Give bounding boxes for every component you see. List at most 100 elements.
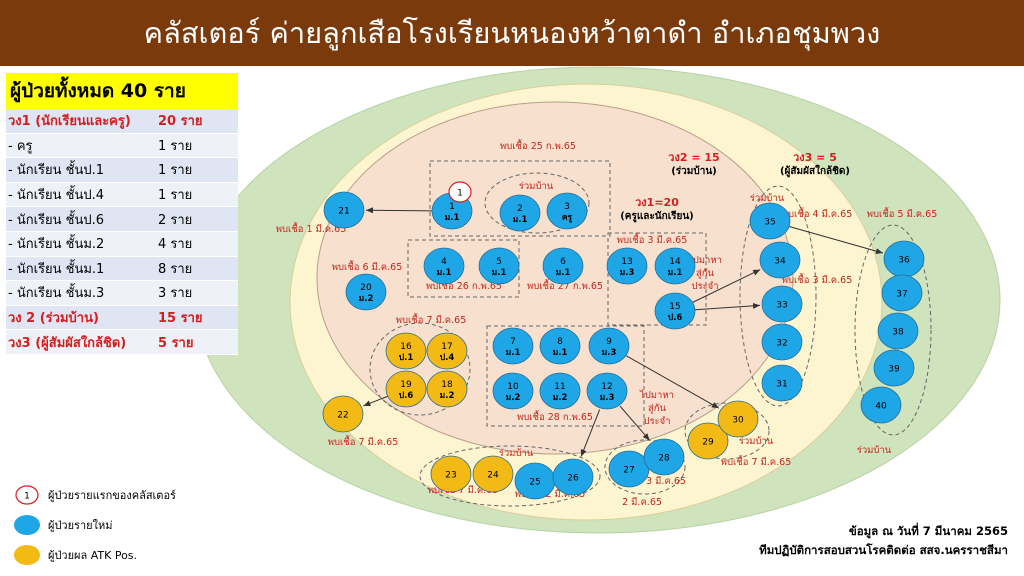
stats-row-label: - นักเรียน ชั้นม.2 xyxy=(8,237,105,253)
legend-atk: ผู้ป่วยผล ATK Pos. xyxy=(14,540,176,570)
legend-index-label: ผู้ป่วยรายแรกของคลัสเตอร์ xyxy=(48,489,176,502)
case-circle xyxy=(385,332,427,370)
case-number: 40 xyxy=(875,402,887,412)
blue-dot-icon xyxy=(14,515,40,535)
stats-header: ผู้ป่วยทั้งหมด 40 ราย xyxy=(6,73,238,109)
case-circle xyxy=(552,458,594,496)
dashed-boxes-layer xyxy=(369,160,932,507)
box-13-15 xyxy=(607,232,707,326)
case-grade: ม.1 xyxy=(513,215,528,225)
ring1-sub: (ครูและนักเรียน) xyxy=(620,210,694,223)
arrow-15-to-34 xyxy=(692,269,761,303)
stats-row: - ครู 1 ราย xyxy=(6,133,238,159)
note-n8: ไปมาหา xyxy=(687,254,722,266)
case-node-22: 22 xyxy=(322,395,364,433)
case-circle xyxy=(643,438,685,476)
stats-row-label: วง1 (นักเรียนและครู) xyxy=(8,114,131,130)
case-grade: ป.4 xyxy=(440,353,455,363)
case-node-25: 25 xyxy=(514,462,556,500)
case-node-20: 20ม.2 xyxy=(345,273,387,311)
case-number: 15 xyxy=(669,302,680,312)
stats-row-value: 1 ราย xyxy=(158,138,193,154)
case-node-9: 9ม.3 xyxy=(588,327,630,365)
case-number: 27 xyxy=(623,466,634,476)
case-circle xyxy=(877,312,919,350)
case-circle xyxy=(430,455,472,493)
case-number: 32 xyxy=(776,339,787,349)
case-grade: ครู xyxy=(562,213,573,223)
note-n7: พบเชื้อ 27 ก.พ.65 xyxy=(527,279,603,292)
case-circle xyxy=(749,202,791,240)
case-node-33: 33 xyxy=(761,285,803,323)
case-circle xyxy=(385,370,427,408)
index-case-marker-icon: 1 xyxy=(15,485,39,505)
case-circle xyxy=(761,323,803,361)
case-circle xyxy=(478,247,520,285)
case-number: 37 xyxy=(896,290,907,300)
note-n23: ร่วมบ้าน xyxy=(739,436,774,447)
stats-table: ผู้ป่วยทั้งหมด 40 ราย วง1 (นักเรียนและคร… xyxy=(6,73,238,355)
note-n1: พบเชื้อ 25 ก.พ.65 xyxy=(500,139,576,152)
case-number: 33 xyxy=(776,301,787,311)
stats-rows: วง1 (นักเรียนและครู)20 ราย- ครู1 ราย- นั… xyxy=(6,109,238,355)
case-circle xyxy=(759,241,801,279)
case-circle xyxy=(761,285,803,323)
case-node-23: 23 xyxy=(430,455,472,493)
case-node-28: 28 xyxy=(643,438,685,476)
stats-row-label: - ครู xyxy=(8,138,33,154)
case-circle xyxy=(654,247,696,285)
arrow-1-to-21 xyxy=(365,207,433,214)
case-grade: ม.1 xyxy=(668,268,683,278)
stats-row: วง 2 (ร่วมบ้าน)15 ราย xyxy=(6,305,238,331)
ring2-sub: (ร่วมบ้าน) xyxy=(671,165,717,177)
case-node-27: 27 xyxy=(608,450,650,488)
case-circle xyxy=(546,192,588,230)
case-node-7: 7ม.1 xyxy=(492,327,534,365)
case-grade: ม.2 xyxy=(553,393,568,403)
case-circle xyxy=(873,349,915,387)
stats-row-value: 5 ราย xyxy=(158,335,194,351)
case-node-40: 40 xyxy=(860,386,902,424)
case-node-26: 26 xyxy=(552,458,594,496)
case-circle xyxy=(588,327,630,365)
note-n21: ร่วมบ้าน xyxy=(499,448,534,459)
note-n27: 2 มี.ค.65 xyxy=(622,496,662,508)
case-number: 5 xyxy=(496,257,502,267)
case-circle xyxy=(761,364,803,402)
case-number: 20 xyxy=(360,283,372,293)
case-number: 12 xyxy=(601,382,612,392)
case-circle xyxy=(499,194,541,232)
arrow-12-to-28 xyxy=(619,405,650,441)
case-number: 13 xyxy=(621,257,632,267)
arrow-15-to-33 xyxy=(694,302,761,311)
case-grade: ม.2 xyxy=(506,393,521,403)
case-node-17: 17ป.4 xyxy=(426,332,468,370)
case-node-16: 16ป.1 xyxy=(385,332,427,370)
case-number: 17 xyxy=(441,342,452,352)
case-node-8: 8ม.1 xyxy=(539,327,581,365)
stats-row-label: - นักเรียน ชั้นป.1 xyxy=(8,163,105,179)
case-node-30: 30 xyxy=(717,400,759,438)
case-grade: ป.6 xyxy=(668,313,683,323)
case-number: 24 xyxy=(487,471,499,481)
case-number: 4 xyxy=(441,257,447,267)
group-31-35 xyxy=(739,185,817,407)
case-node-11: 11ม.2 xyxy=(539,372,581,410)
case-number: 3 xyxy=(564,202,570,212)
stats-row-label: วง 2 (ร่วมบ้าน) xyxy=(8,311,99,327)
group-29-30 xyxy=(684,402,770,460)
case-number: 28 xyxy=(658,454,670,464)
legend-index: 1 ผู้ป่วยรายแรกของคลัสเตอร์ xyxy=(14,480,176,510)
case-number: 21 xyxy=(338,207,349,217)
stats-row-label: วง3 (ผู้สัมผัสใกล้ชิด) xyxy=(8,335,127,351)
note-n3: พบเชื้อ 1 มี.ค.65 xyxy=(276,222,347,235)
case-node-32: 32 xyxy=(761,323,803,361)
case-circle xyxy=(654,292,696,330)
case-number: 22 xyxy=(337,411,348,421)
case-node-5: 5ม.1 xyxy=(478,247,520,285)
case-grade: ม.3 xyxy=(600,393,615,403)
